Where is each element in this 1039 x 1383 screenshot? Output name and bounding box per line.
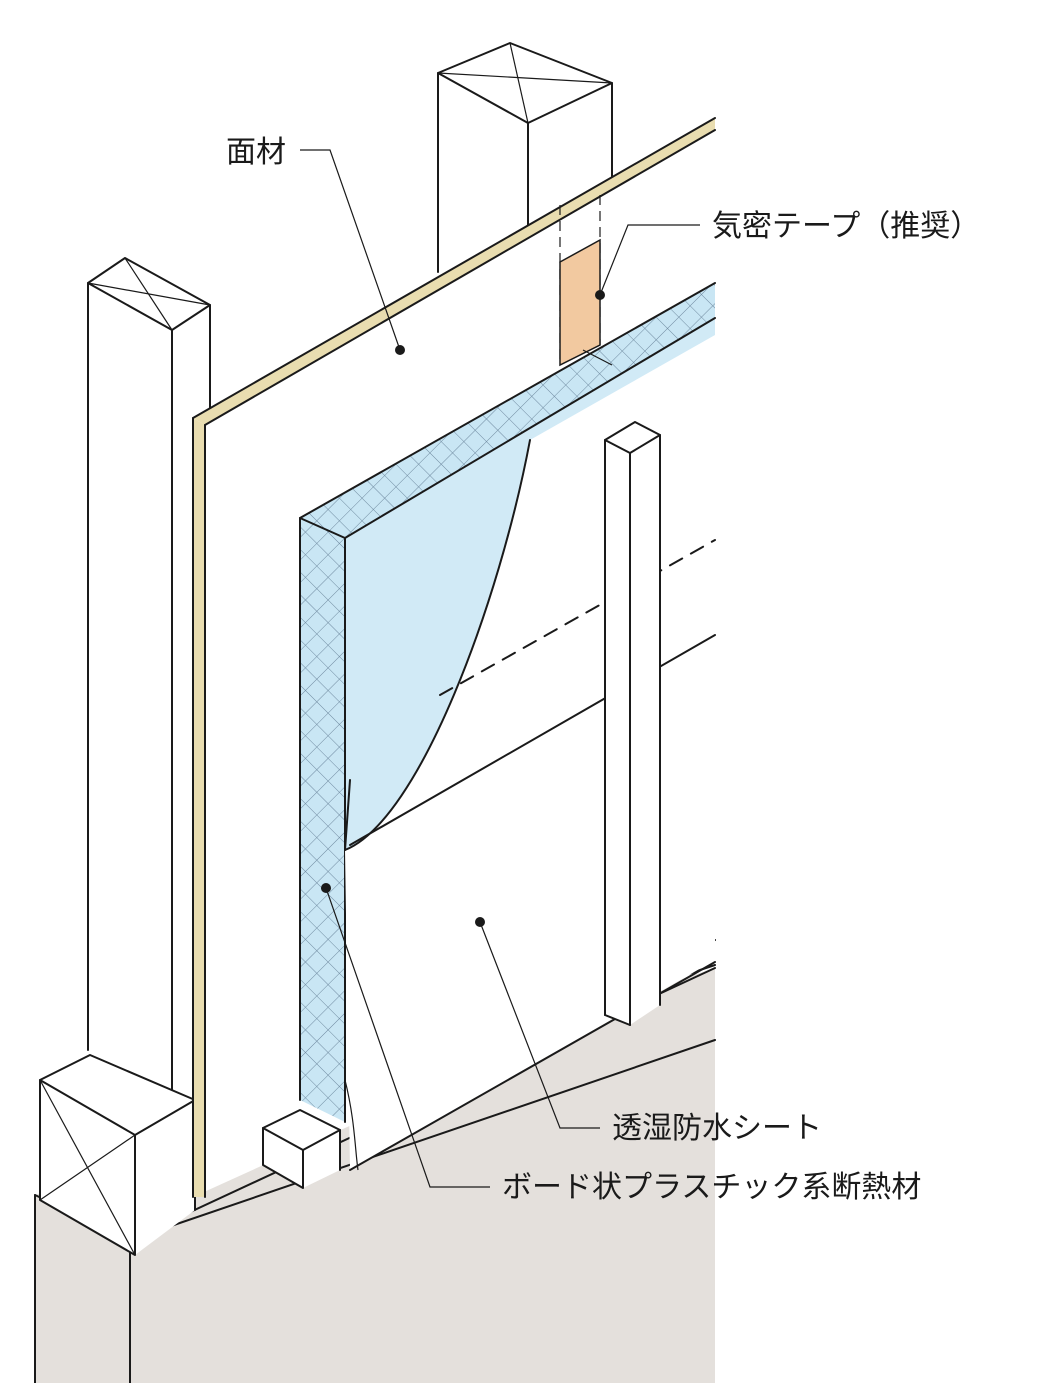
label-board-insulation: ボード状プラスチック系断熱材 <box>502 1170 921 1205</box>
callout-dot <box>395 345 405 355</box>
airtight-tape <box>559 238 601 367</box>
callout-dot <box>321 883 331 893</box>
label-airtight-tape: 気密テープ（推奨） <box>712 209 980 244</box>
label-sheathing: 面材 <box>226 135 286 170</box>
center-post <box>437 42 613 290</box>
front-base-block <box>262 1109 341 1189</box>
callout-dot <box>475 917 485 927</box>
callout-airtight-tape: 気密テープ（推奨） <box>595 209 980 300</box>
callout-board-insulation: ボード状プラスチック系断熱材 <box>321 883 921 1205</box>
left-post <box>87 257 211 1091</box>
label-breathable-membrane: 透湿防水シート <box>612 1111 822 1146</box>
furring-strip <box>604 421 661 1026</box>
callout-sheathing: 面材 <box>226 135 405 355</box>
callout-breathable-membrane: 透湿防水シート <box>475 917 822 1146</box>
callout-dot <box>595 290 605 300</box>
